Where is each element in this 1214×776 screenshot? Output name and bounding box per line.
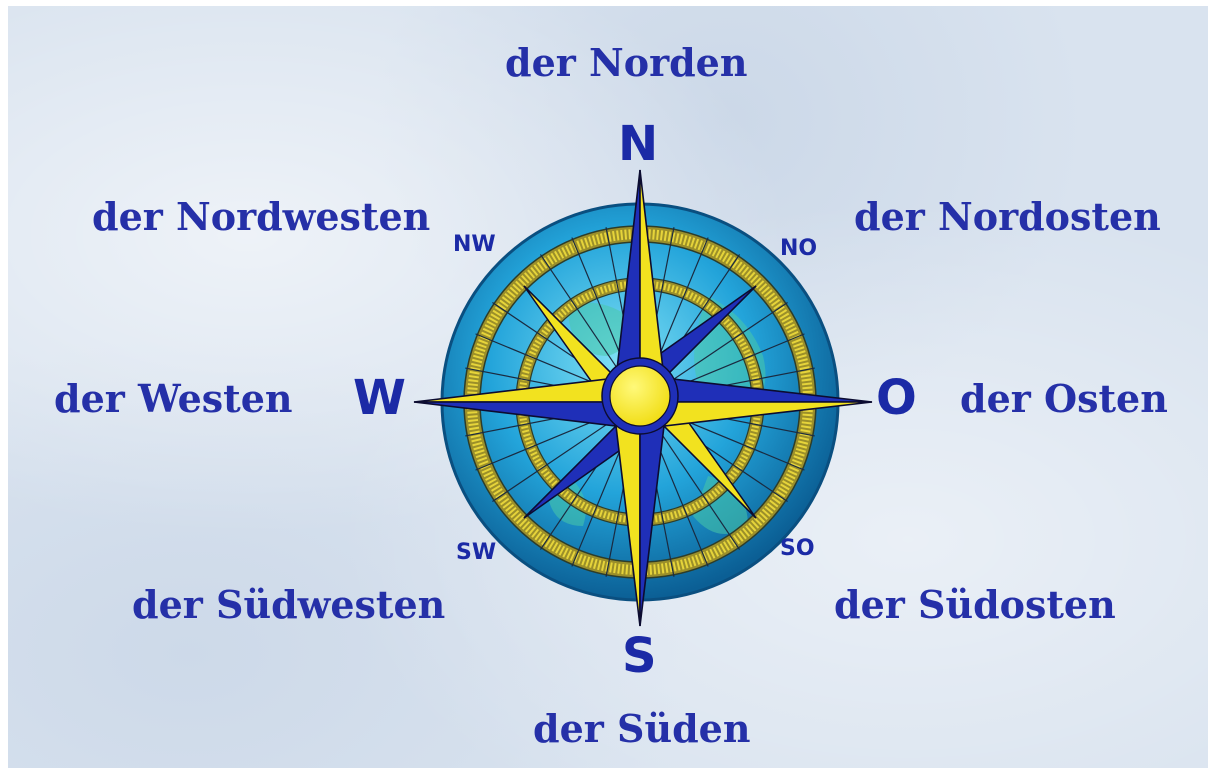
compass-letter-o: O: [876, 374, 917, 422]
compass-letter-s: S: [622, 632, 657, 680]
hub-inner: [610, 366, 670, 426]
compass-letter-w: W: [353, 374, 406, 422]
label-north: der Norden: [505, 44, 747, 82]
label-west: der Westen: [54, 380, 293, 418]
label-northwest: der Nordwesten: [92, 198, 430, 236]
label-northeast: der Nordosten: [854, 198, 1161, 236]
compass-letter-sw: SW: [456, 542, 496, 564]
compass-letter-nw: NW: [453, 234, 496, 256]
label-south: der Süden: [533, 710, 750, 748]
compass-letter-no: NO: [780, 238, 817, 260]
label-southeast: der Südosten: [834, 586, 1116, 624]
diagram-canvas: der Norden der Süden der Westen der Oste…: [8, 6, 1208, 768]
compass-letter-so: SO: [780, 538, 815, 560]
label-southwest: der Südwesten: [132, 586, 445, 624]
compass-letter-n: N: [618, 120, 658, 168]
label-east: der Osten: [960, 380, 1168, 418]
